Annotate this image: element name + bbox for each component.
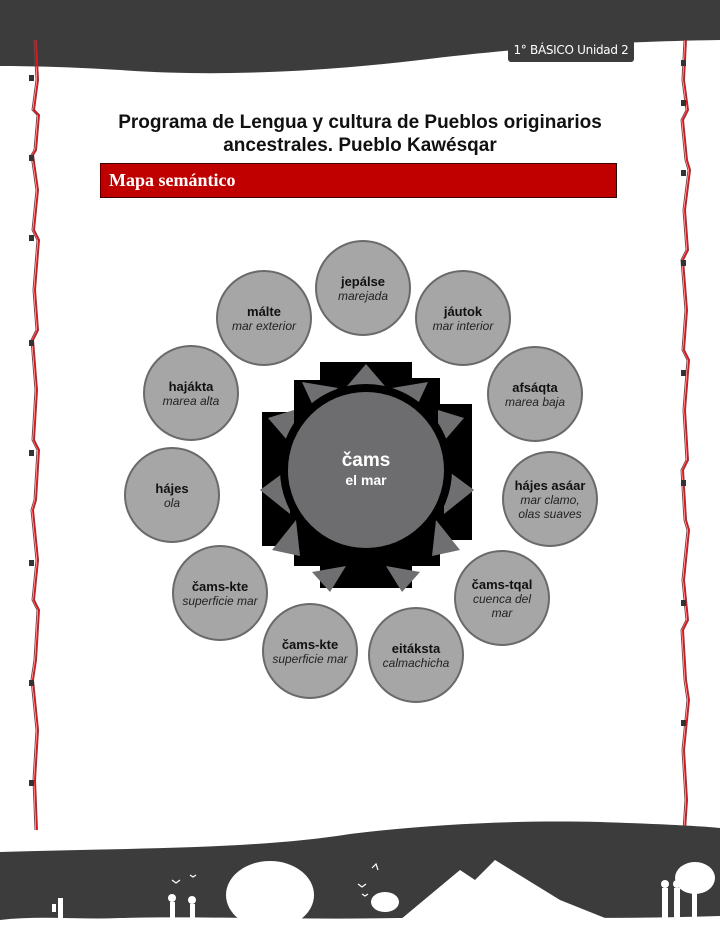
node-gloss: marea alta [162,393,220,408]
header-banner [0,0,720,74]
node-cams-tqal: čams-tqal cuenca del mar [454,550,550,646]
node-cams-kte-1: čams-kte superficie mar [172,545,268,641]
center-concept: čams el mar [316,450,416,488]
node-term: málte [247,303,281,319]
footer-landscape [0,821,720,932]
right-decorative-border [680,40,692,830]
node-gloss: marejada [337,288,389,303]
node-afsaqta: afsáqta marea baja [487,346,583,442]
node-term: hájes asáar [514,477,586,493]
node-gloss: ola [163,495,180,510]
node-term: hajákta [168,378,214,394]
grade-unit-badge: 1° BÁSICO Unidad 2 [508,39,634,62]
node-term: eitáksta [391,640,441,656]
center-term: čams [341,450,391,471]
node-gloss: marea baja [504,394,566,409]
left-decorative-border [29,40,41,830]
node-term: hájes [155,480,189,496]
node-gloss: mar interior [432,318,494,333]
center-gloss: el mar [345,472,387,488]
node-malte: málte mar exterior [216,270,312,366]
node-hajakta: hajákta marea alta [143,345,239,441]
title-line-1: Programa de Lengua y cultura de Pueblos … [118,112,602,133]
node-gloss: cuenca del mar [472,591,532,620]
section-title: Mapa semántico [109,170,236,190]
node-hajes: hájes ola [124,447,220,543]
node-term: jáutok [443,303,483,319]
section-header: Mapa semántico [100,163,617,198]
node-gloss: calmachicha [382,655,450,670]
node-gloss: superficie mar [182,593,258,608]
node-jautok: jáutok mar interior [415,270,511,366]
node-term: čams-tqal [471,576,533,592]
badge-connector [592,28,598,40]
node-term: čams-kte [191,578,249,594]
node-term: čams-kte [281,636,339,652]
node-jepalse: jepálse marejada [315,240,411,336]
node-gloss: mar exterior [231,318,296,333]
node-hajes-asaar: hájes asáar mar clamo, olas suaves [502,451,598,547]
node-term: jepálse [340,273,386,289]
node-term: afsáqta [512,379,558,395]
node-gloss: superficie mar [272,651,348,666]
title-line-2: ancestrales. Pueblo Kawésqar [223,135,497,156]
page-title: Programa de Lengua y cultura de Pueblos … [100,111,620,157]
node-gloss: mar clamo, olas suaves [518,492,582,521]
landscape-silhouettes [0,860,720,932]
node-cams-kte-2: čams-kte superficie mar [262,603,358,699]
node-eitaksta: eitáksta calmachicha [368,607,464,703]
